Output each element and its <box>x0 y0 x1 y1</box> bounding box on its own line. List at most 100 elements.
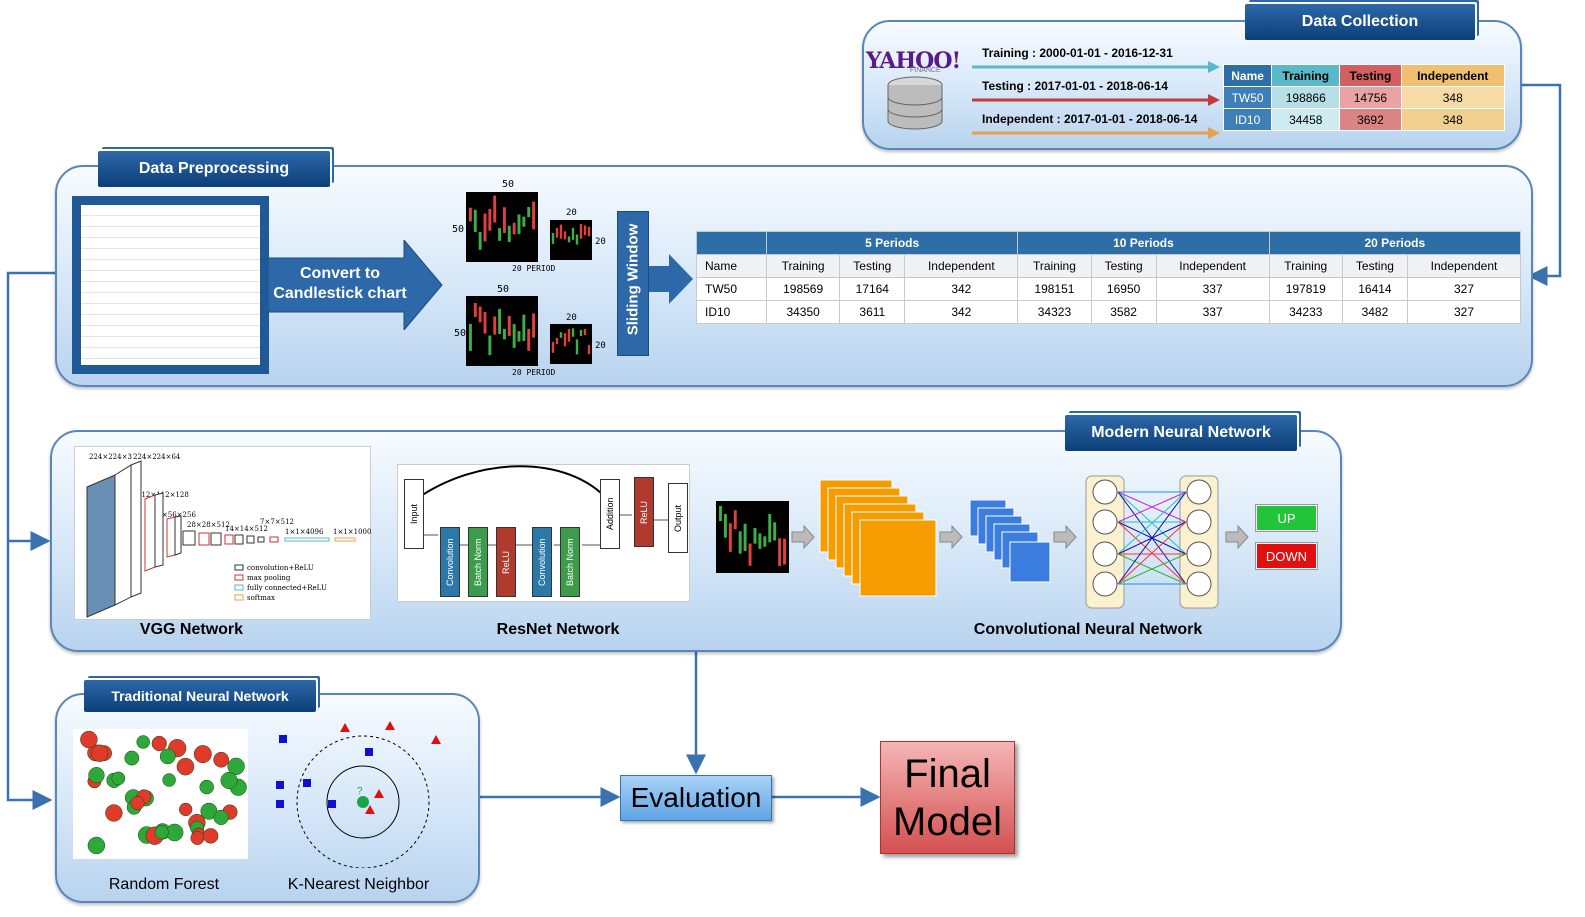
candle <box>522 216 526 227</box>
chart-top-label: 50 <box>502 179 514 190</box>
candle <box>517 214 521 235</box>
candle <box>551 233 555 244</box>
group-header: 20 Periods <box>1268 231 1522 255</box>
tree <box>87 836 106 855</box>
vgg-dim: 56×56×256 <box>153 511 196 519</box>
candle <box>532 313 536 338</box>
independent-range: Independent : 2017-01-01 - 2018-06-14 <box>982 112 1198 126</box>
vgg-layer <box>246 535 255 544</box>
candle <box>483 312 487 334</box>
dc-header-independent: Independent <box>1400 64 1506 87</box>
candle <box>527 207 531 218</box>
vgg-layer <box>269 536 279 543</box>
sub-header: Testing <box>839 254 906 278</box>
candle <box>718 505 722 522</box>
cnn-arrow <box>1053 524 1077 550</box>
raw-price-table <box>72 196 269 374</box>
final-model-box: Final Model <box>880 741 1015 854</box>
vgg-fc-layer <box>284 537 330 542</box>
candle <box>567 329 571 342</box>
feature-maps-blue <box>969 499 1051 583</box>
candle <box>571 328 575 337</box>
candle <box>559 224 563 239</box>
candle <box>551 341 555 353</box>
dc-cell: TW50 <box>1222 86 1273 109</box>
data-preprocessing-tab: Data Preprocessing <box>98 151 330 187</box>
vgg-legend-text: fully connected+ReLU <box>247 584 327 592</box>
knn-question: ? <box>357 786 363 797</box>
legend-swatch <box>234 574 244 581</box>
candle <box>517 331 521 342</box>
table-cell: 337 <box>1155 277 1270 301</box>
knn-square <box>279 735 287 743</box>
tree <box>88 767 105 784</box>
sub-header: Training <box>765 254 841 278</box>
knn-triangle <box>365 805 375 814</box>
vgg-layer <box>114 464 132 606</box>
candle <box>493 316 497 335</box>
tree <box>130 796 145 811</box>
table-cell: 17164 <box>839 277 906 301</box>
candle <box>507 225 511 243</box>
vgg-dim: 7×7×512 <box>260 518 294 526</box>
sub-header: Training <box>1017 254 1092 278</box>
vgg-legend-text: softmax <box>247 594 275 602</box>
vgg-layer <box>130 460 142 598</box>
yahoo-finance-text: FINANCE <box>910 67 941 74</box>
candle <box>733 510 737 530</box>
vgg-layer <box>144 494 156 572</box>
fc-connection <box>1117 521 1187 585</box>
candle <box>478 231 482 250</box>
sub-header: Testing <box>1341 254 1408 278</box>
candle <box>488 208 492 231</box>
candle <box>783 538 787 565</box>
cnn-label: Convolutional Neural Network <box>973 621 1203 638</box>
candle <box>559 332 563 338</box>
resnet-block: ReLU <box>634 477 654 547</box>
collection-table: Name Training Testing Independent TW50 1… <box>1222 64 1506 131</box>
candle <box>478 306 482 323</box>
tree <box>193 745 212 764</box>
tree <box>176 757 195 776</box>
sub-header: Training <box>1268 254 1343 278</box>
modern-nn-tab: Modern Neural Network <box>1065 415 1297 451</box>
vgg-dim: 1×1×4096 <box>285 528 324 536</box>
candle-chart-large-1 <box>466 192 538 262</box>
table-cell: 3482 <box>1341 300 1408 324</box>
tree <box>124 750 140 766</box>
modern-nn-title: Modern Neural Network <box>1091 424 1271 441</box>
knn-query-point <box>357 796 369 808</box>
vgg-layer <box>210 532 222 546</box>
cnn-arrow <box>791 524 815 550</box>
candle <box>738 531 742 554</box>
sub-header: Name <box>696 254 767 278</box>
table-cell: 198151 <box>1017 277 1092 301</box>
neuron <box>1186 479 1212 505</box>
table-cell: 3582 <box>1090 300 1157 324</box>
candle <box>483 213 487 242</box>
vgg-dim: 1×1×1000 <box>333 528 371 536</box>
table-cell: 327 <box>1406 277 1522 301</box>
convert-label: Convert to Candlestick chart <box>273 265 407 302</box>
table-cell: 342 <box>904 300 1019 324</box>
sliding-window-bar <box>617 211 649 356</box>
candle <box>743 523 747 551</box>
candle <box>748 543 752 566</box>
fc-connection <box>1117 491 1187 523</box>
candle <box>563 333 567 347</box>
vgg-layer <box>257 536 265 543</box>
tree <box>111 771 126 786</box>
knn-label: K-Nearest Neighbor <box>287 876 430 893</box>
knn-inner-circle <box>326 765 400 839</box>
collection-to-table-arrow <box>1522 83 1562 286</box>
vgg-layer <box>234 534 244 545</box>
data-collection-tab: Data Collection <box>1245 4 1475 40</box>
resnet-block: Convolution <box>532 527 552 597</box>
random-forest-label: Random Forest <box>108 876 220 893</box>
traditional-nn-tab: Traditional Neural Network <box>84 680 316 712</box>
knn-triangle <box>385 721 395 730</box>
vgg-layer <box>166 516 176 558</box>
cnn-diagram <box>716 475 1249 609</box>
tree <box>190 831 205 845</box>
